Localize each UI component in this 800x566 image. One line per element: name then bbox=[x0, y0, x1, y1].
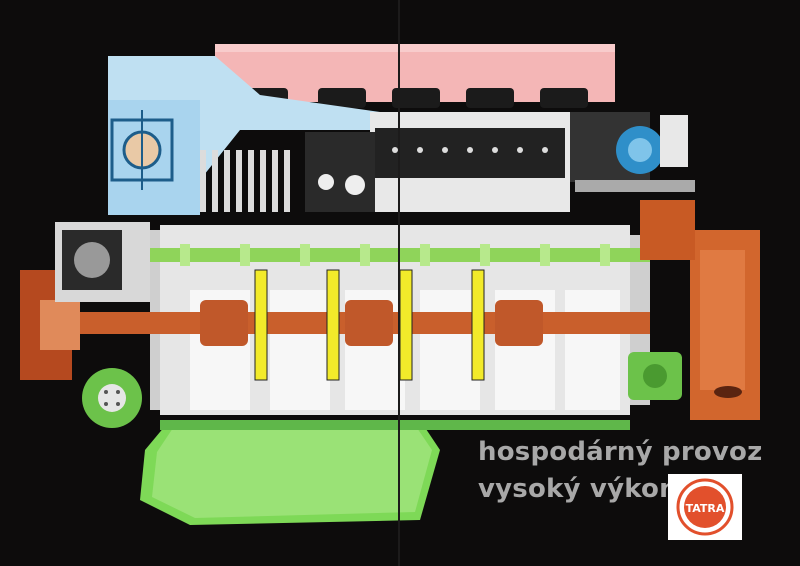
intake-manifold bbox=[215, 44, 615, 108]
page-fold bbox=[398, 0, 400, 566]
slogan-line-2: vysoký výkon bbox=[478, 474, 678, 504]
cooling-fan-housing bbox=[108, 56, 380, 215]
gearbox-housing bbox=[640, 200, 760, 420]
turbocharger bbox=[570, 112, 695, 192]
oil-pump bbox=[628, 352, 682, 400]
cylinder-head bbox=[200, 112, 570, 212]
connecting-rods bbox=[254, 269, 485, 381]
crankshaft bbox=[20, 270, 650, 380]
tatra-logo: TATRA bbox=[668, 474, 742, 540]
flywheel bbox=[55, 222, 150, 302]
logo-text: TATRA bbox=[686, 502, 725, 515]
oil-sump bbox=[140, 420, 630, 525]
oil-filter bbox=[82, 368, 142, 428]
camshaft bbox=[150, 244, 650, 266]
slogan-line-1: hospodárný provoz bbox=[478, 437, 763, 467]
